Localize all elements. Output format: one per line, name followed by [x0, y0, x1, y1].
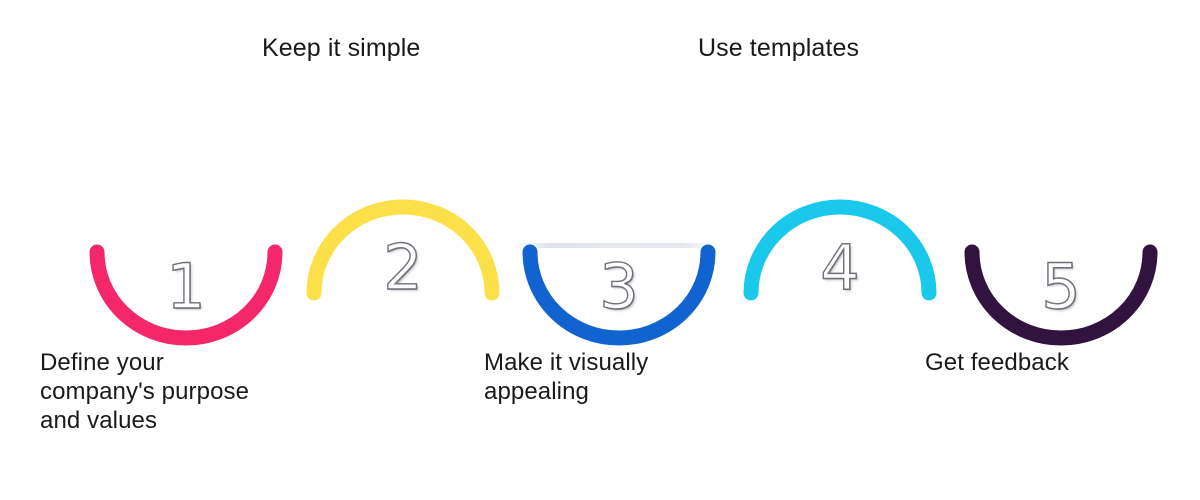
step-2-arc-icon [306, 199, 500, 301]
scan-artifact [512, 243, 720, 248]
step-1-arc-icon [89, 244, 283, 346]
caption-step-1: Define your company's purpose and values [40, 348, 330, 435]
step-2-arc-group[interactable]: 2 [303, 197, 503, 307]
caption-step-4: Use templates [698, 34, 860, 62]
caption-step-1-line-3: and values [40, 407, 158, 434]
step-2-arc-path [306, 199, 500, 301]
step-3-arc-path [522, 244, 716, 346]
caption-step-3-line-2: appealing [484, 378, 589, 405]
step-2-number: 2 [383, 231, 424, 304]
caption-step-1-line-1: Define your [40, 349, 164, 376]
step-4-arc-group[interactable]: 4 [740, 197, 940, 307]
caption-step-3-line-1: Make it visually [484, 349, 649, 376]
step-3-number: 3 [599, 250, 640, 323]
caption-step-2: Keep it simple [262, 34, 421, 62]
caption-step-3: Make it visually appealing [484, 348, 744, 406]
caption-step-5-line-1: Get feedback [925, 349, 1069, 376]
step-1-arc-group[interactable]: 1 [86, 238, 286, 348]
step-4-arc-path [743, 199, 937, 301]
step-5-arc-icon [964, 244, 1158, 346]
step-1-number: 1 [166, 250, 207, 323]
step-5-arc-path [964, 244, 1158, 346]
step-4-arc-icon [743, 199, 937, 301]
step-4-number: 4 [820, 231, 861, 304]
step-1-arc-path [89, 244, 283, 346]
caption-step-1-line-2: company's purpose [40, 378, 250, 405]
step-5-number: 5 [1041, 250, 1082, 323]
caption-step-5: Get feedback [925, 348, 1155, 377]
step-3-arc-icon [522, 244, 716, 346]
step-5-arc-group[interactable]: 5 [961, 238, 1161, 348]
step-3-arc-group[interactable]: 3 [519, 238, 719, 348]
